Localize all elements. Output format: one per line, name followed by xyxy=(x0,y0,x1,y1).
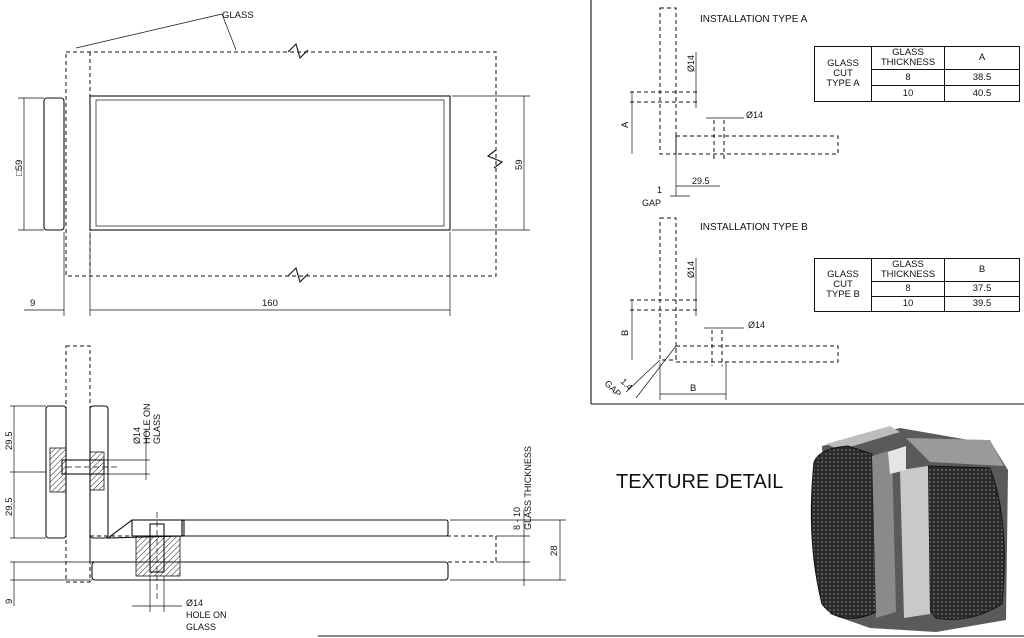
type-b-row2-thickness: 10 xyxy=(871,296,945,312)
type-b-row1-thickness: 8 xyxy=(871,281,945,297)
section-view: 29.5 29.5 Ø14 HOLE ON GLASS 9 Ø14 HOLE O… xyxy=(4,345,566,632)
dim-length: 160 xyxy=(262,298,278,309)
texture-render xyxy=(810,426,1008,632)
type-a-gap-value: 1 xyxy=(657,185,662,195)
type-a-col2-header-1: GLASS xyxy=(892,47,924,58)
type-a-col1-line1: GLASS xyxy=(827,58,859,69)
type-b-col2-header-1: GLASS xyxy=(892,259,924,270)
texture-title: TEXTURE DETAIL xyxy=(616,471,783,493)
glass-label: GLASS xyxy=(222,10,254,21)
dim-28: 28 xyxy=(549,545,560,556)
clamp-front-plate xyxy=(89,95,451,231)
type-b-col1-line1: GLASS xyxy=(827,269,859,280)
break-mark-right xyxy=(486,149,504,169)
type-b-row1-value: 37.5 xyxy=(944,281,1020,297)
type-a-title: INSTALLATION TYPE A xyxy=(700,14,808,25)
type-a-row2-thickness: 10 xyxy=(871,85,945,102)
installation-type-a: INSTALLATION TYPE A Ø14 Ø14 A 29.5 1 GAP xyxy=(620,7,839,208)
type-b-table: GLASS CUT TYPE B GLASS THICKNESS B 8 37.… xyxy=(814,258,1020,312)
dim-height-left: □59 xyxy=(14,160,25,176)
type-b-col1-line2: CUT xyxy=(833,279,853,290)
clamp-back-plate xyxy=(43,97,65,231)
type-a-row1-thickness: 8 xyxy=(871,69,945,86)
hole-lower-line2: HOLE ON xyxy=(186,610,227,620)
hatched-section-upper xyxy=(49,447,67,493)
dim-9: 9 xyxy=(4,599,15,604)
installation-type-b: INSTALLATION TYPE B Ø14 Ø14 B B 1.4 GAP xyxy=(603,217,839,400)
type-b-col1-line3: TYPE B xyxy=(826,289,860,300)
hole-upper-dia: Ø14 xyxy=(132,427,142,444)
break-mark-top xyxy=(287,42,309,60)
type-a-dim-29-5: 29.5 xyxy=(692,176,710,186)
glass-thickness-label: GLASS THICKNESS xyxy=(523,446,533,530)
type-b-row2-value: 39.5 xyxy=(944,296,1020,312)
type-b-dim-b-horizontal: B xyxy=(690,383,696,394)
clamp-bottom-plate xyxy=(91,561,449,581)
dim-upper: 29.5 xyxy=(4,432,15,451)
hole-lower-line3: GLASS xyxy=(186,622,216,632)
type-a-hole-vertical: Ø14 xyxy=(686,55,696,72)
top-view: GLASS □59 59 9 160 xyxy=(14,10,530,316)
glass-outline xyxy=(65,51,497,277)
type-a-row2-value: 40.5 xyxy=(944,85,1020,102)
knurled-face-left xyxy=(810,445,877,619)
type-b-hole-horizontal: Ø14 xyxy=(748,320,765,330)
hatched-section-lower xyxy=(135,535,181,577)
dim-height-right: 59 xyxy=(514,159,525,170)
knurled-face-right xyxy=(927,465,1005,620)
type-a-gap-label: GAP xyxy=(642,198,661,208)
type-a-col2-header-2: THICKNESS xyxy=(880,57,936,68)
type-a-col1-line3: TYPE A xyxy=(826,78,860,89)
type-b-hole-vertical: Ø14 xyxy=(686,261,696,278)
hole-lower-dia: Ø14 xyxy=(186,598,203,608)
type-b-col3-header: B xyxy=(944,258,1020,282)
type-a-row1-value: 38.5 xyxy=(944,69,1020,86)
type-b-col2-header-2: THICKNESS xyxy=(880,269,936,280)
dim-lower: 29.5 xyxy=(4,498,15,517)
hole-upper-line2: HOLE ON xyxy=(142,403,152,444)
type-b-dim-b-vertical: B xyxy=(620,330,631,336)
dim-thickness: 9 xyxy=(30,298,35,309)
type-a-hole-horizontal: Ø14 xyxy=(746,110,763,120)
type-a-dim-a: A xyxy=(620,121,631,128)
break-mark-bottom xyxy=(287,266,309,284)
type-b-title: INSTALLATION TYPE B xyxy=(700,222,808,233)
clamp-top-plate xyxy=(181,519,449,537)
hole-upper-line3: GLASS xyxy=(152,414,162,444)
type-a-col1-line2: CUT xyxy=(833,68,853,79)
type-a-table: GLASS CUT TYPE A GLASS THICKNESS A 8 38.… xyxy=(814,46,1020,102)
type-a-col3-header: A xyxy=(944,46,1020,70)
glass-thickness-value: 8 - 10 xyxy=(512,507,522,530)
vertical-glass xyxy=(65,345,91,583)
